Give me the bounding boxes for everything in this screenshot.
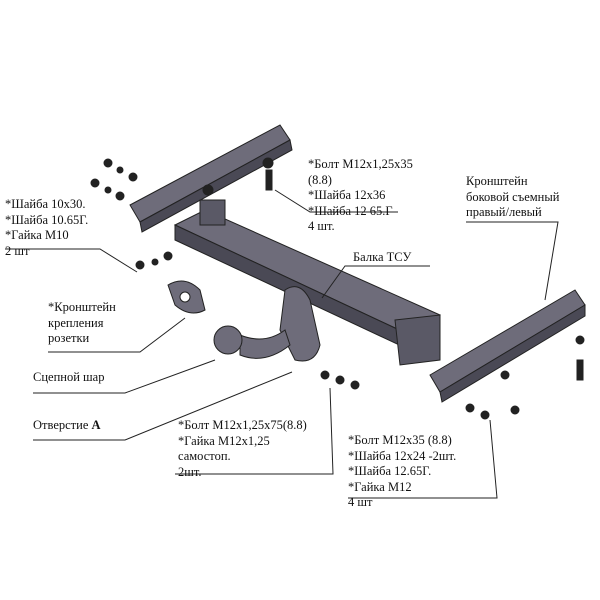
label-line: правый/левый xyxy=(466,205,542,219)
label-line: *Шайба 12 65.Г xyxy=(308,203,393,218)
label-letter: А xyxy=(91,418,101,432)
label-line: крепления xyxy=(48,315,104,330)
top-bolts-label: *Болт М12x1,25x35 (8.8) *Шайба 12x36 *Ша… xyxy=(308,157,413,235)
label-line: Кронштейн xyxy=(466,174,528,188)
label-line: 4 шт xyxy=(348,495,373,509)
label-line: *Гайка М12x1,25 xyxy=(178,433,270,448)
socket-bracket-label: *Кронштейн крепления розетки xyxy=(48,300,116,347)
label-line: 4 шт. xyxy=(308,219,335,233)
label-line: *Шайба 10.65Г. xyxy=(5,212,89,227)
label-line: *Шайба 12.65Г. xyxy=(348,464,432,478)
ball-mount xyxy=(279,286,321,362)
side-bracket-label: Кронштейн боковой съемный правый/левый xyxy=(466,174,559,221)
ball-bolts-label: *Болт М12x1,25x75(8.8) *Гайка М12x1,25 с… xyxy=(178,418,307,480)
label-line: *Гайка М10 xyxy=(5,228,69,242)
label-line: *Шайба 10x30. xyxy=(5,197,86,211)
label-line: 2 шт xyxy=(5,243,30,258)
label-line: *Болт М12x1,25x75(8.8) xyxy=(178,418,307,432)
tow-ball xyxy=(213,325,243,355)
beam-label: Балка ТСУ xyxy=(353,250,412,264)
hole-a-label: Отверстие А xyxy=(33,418,101,434)
washers-m10-label: *Шайба 10x30. *Шайба 10.65Г. *Гайка М10 … xyxy=(5,197,88,259)
label-line: розетки xyxy=(48,331,90,345)
side-bolts-label: *Болт М12x35 (8.8) *Шайба 12x24 -2шт. *Ш… xyxy=(348,433,456,511)
label-text: Отверстие xyxy=(33,418,92,432)
label-line: *Шайба 12x24 -2шт. xyxy=(348,448,457,463)
tow-ball-label: Сцепной шар xyxy=(33,370,105,384)
label-line: *Кронштейн xyxy=(48,300,116,314)
label-line: *Шайба 12x36 xyxy=(308,188,386,202)
label-line: *Гайка М12 xyxy=(348,479,412,494)
label-line: самостоп. xyxy=(178,449,231,463)
label-line: *Болт М12x35 (8.8) xyxy=(348,433,452,447)
label-line: 2шт. xyxy=(178,464,202,479)
label-line: боковой съемный xyxy=(466,189,560,204)
label-line: (8.8) xyxy=(308,172,332,187)
label-line: *Болт М12x1,25x35 xyxy=(308,157,413,171)
